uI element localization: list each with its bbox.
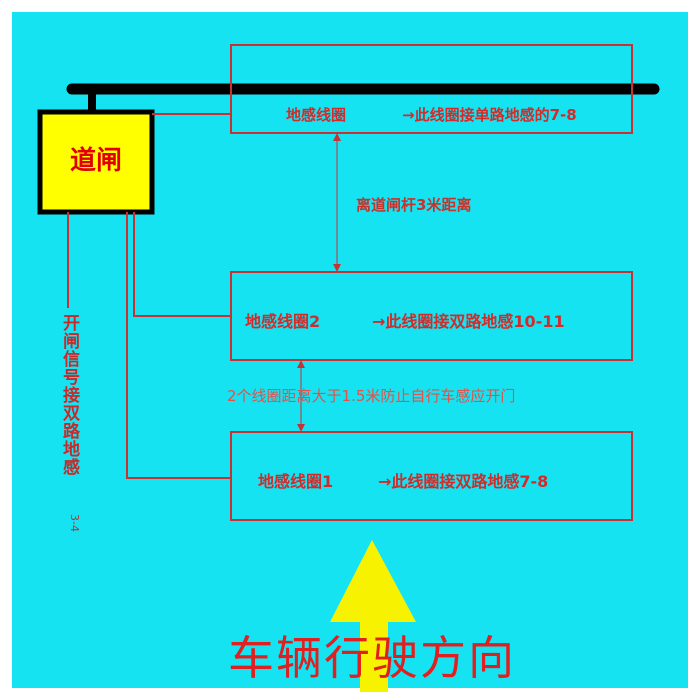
wire-loop-2 (133, 212, 231, 317)
loop-label-top: 地感线圈 (286, 106, 347, 124)
loop-note-1: →此线圈接双路地感7-8 (378, 472, 549, 491)
loop-box-1 (230, 431, 633, 521)
distance-arrowhead-top (333, 133, 341, 141)
signal-label: 开闸信号接双路地感 (59, 314, 79, 476)
wire-loop-1 (126, 212, 231, 479)
loop-note-2: →此线圈接双路地感10-11 (372, 312, 565, 331)
distance-arrowhead-top-2 (297, 360, 305, 368)
gate-label: 道闸 (69, 146, 122, 176)
signal-terminal-label: 3-4 (68, 514, 81, 532)
gate-box (37, 109, 155, 215)
loop-note-top: →此线圈接单路地感的7-8 (402, 106, 577, 124)
distance-arrowhead-bottom (333, 264, 341, 272)
up-arrow-icon (330, 540, 416, 692)
distance-arrowhead-bottom-2 (297, 424, 305, 432)
loop-label-2: 地感线圈2 (245, 312, 321, 331)
loop-box-top (230, 44, 633, 134)
loop-label-1: 地感线圈1 (258, 472, 334, 491)
distance-gate-label: 离道闸杆3米距离 (356, 196, 472, 214)
distance-loops-label: 2个线圈距离大于1.5米防止自行车感应开门 (227, 387, 516, 405)
direction-label: 车辆行驶方向 (228, 631, 516, 685)
